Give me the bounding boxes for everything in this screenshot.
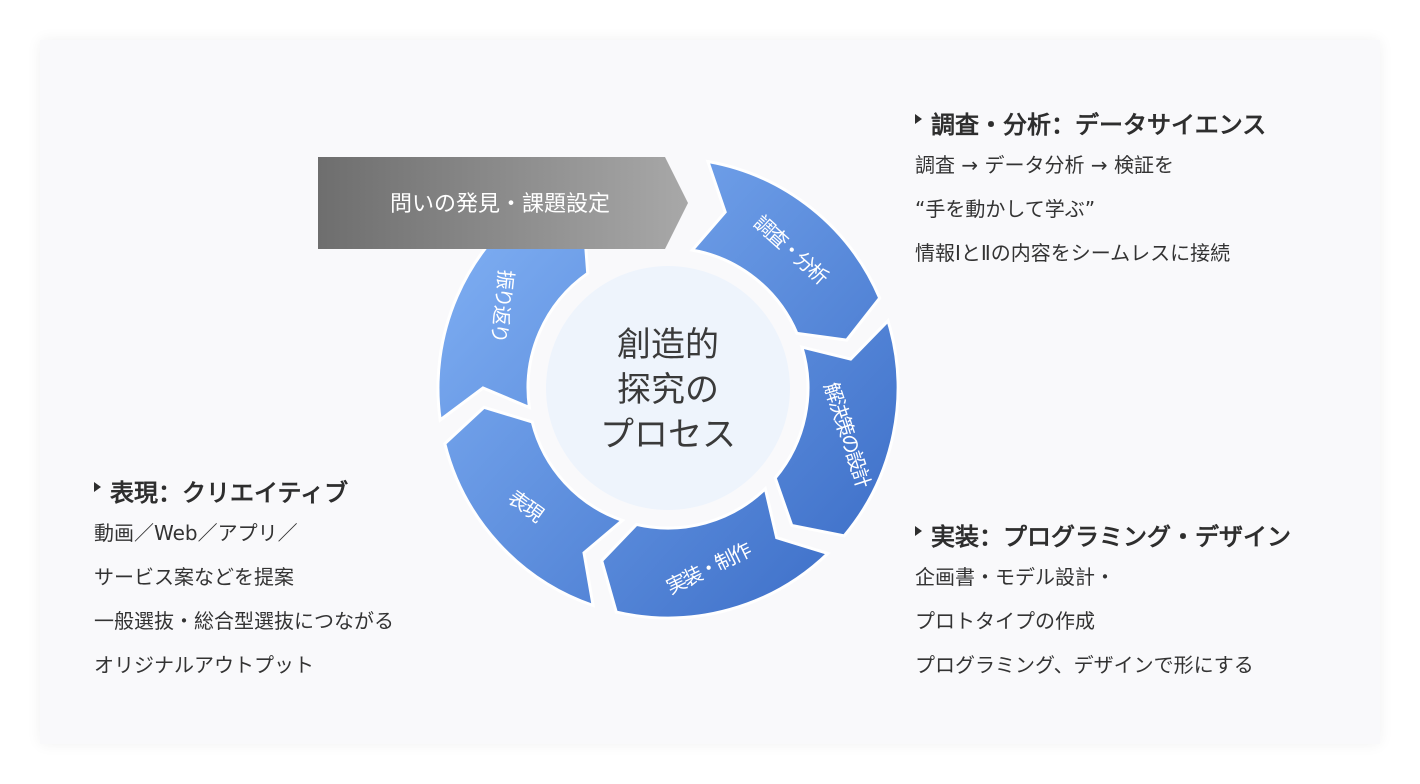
expression-block: 表現：クリエイティブ 動画／Web／アプリ／ サービス案などを提案 一般選抜・総…	[94, 478, 394, 687]
banner-arrow	[318, 157, 688, 249]
center-line-2: 探究の	[617, 370, 719, 410]
banner-label: 問いの発見・課題設定	[390, 192, 610, 217]
center-line-3: プロセス	[600, 415, 736, 455]
center-circle	[546, 266, 790, 510]
bullet-triangle-icon	[915, 114, 922, 124]
cycle-segment	[689, 159, 882, 342]
bullet-triangle-icon	[94, 482, 101, 492]
analysis-line: 調査 → データ分析 → 検証を	[915, 153, 1174, 177]
expression-line: オリジナルアウトプット	[94, 653, 314, 677]
expression-line: 一般選抜・総合型選抜につながる	[94, 609, 394, 633]
expression-title: 表現：クリエイティブ	[94, 478, 394, 508]
cycle-segment	[773, 317, 900, 538]
implementation-line: 企画書・モデル設計・	[915, 565, 1115, 589]
cycle-segment	[600, 485, 831, 620]
implementation-line: プログラミング、デザインで形にする	[915, 653, 1254, 677]
expression-line: サービス案などを提案	[94, 565, 294, 589]
expression-line: 動画／Web／アプリ／	[94, 521, 298, 545]
center-line-1: 創造的	[617, 325, 719, 365]
implementation-block: 実装：プログラミング・デザイン 企画書・モデル設計・ プロトタイプの作成 プログ…	[915, 522, 1291, 687]
analysis-block: 調査・分析：データサイエンス 調査 → データ分析 → 検証を “手を動かして学…	[915, 110, 1266, 275]
implementation-line: プロトタイプの作成	[915, 609, 1095, 633]
analysis-title: 調査・分析：データサイエンス	[915, 110, 1266, 140]
analysis-line: 情報ⅠとⅡの内容をシームレスに接続	[915, 241, 1231, 265]
implementation-title: 実装：プログラミング・デザイン	[915, 522, 1291, 552]
cycle-segment	[443, 405, 626, 608]
bullet-triangle-icon	[915, 526, 922, 536]
analysis-line: “手を動かして学ぶ”	[915, 197, 1096, 221]
